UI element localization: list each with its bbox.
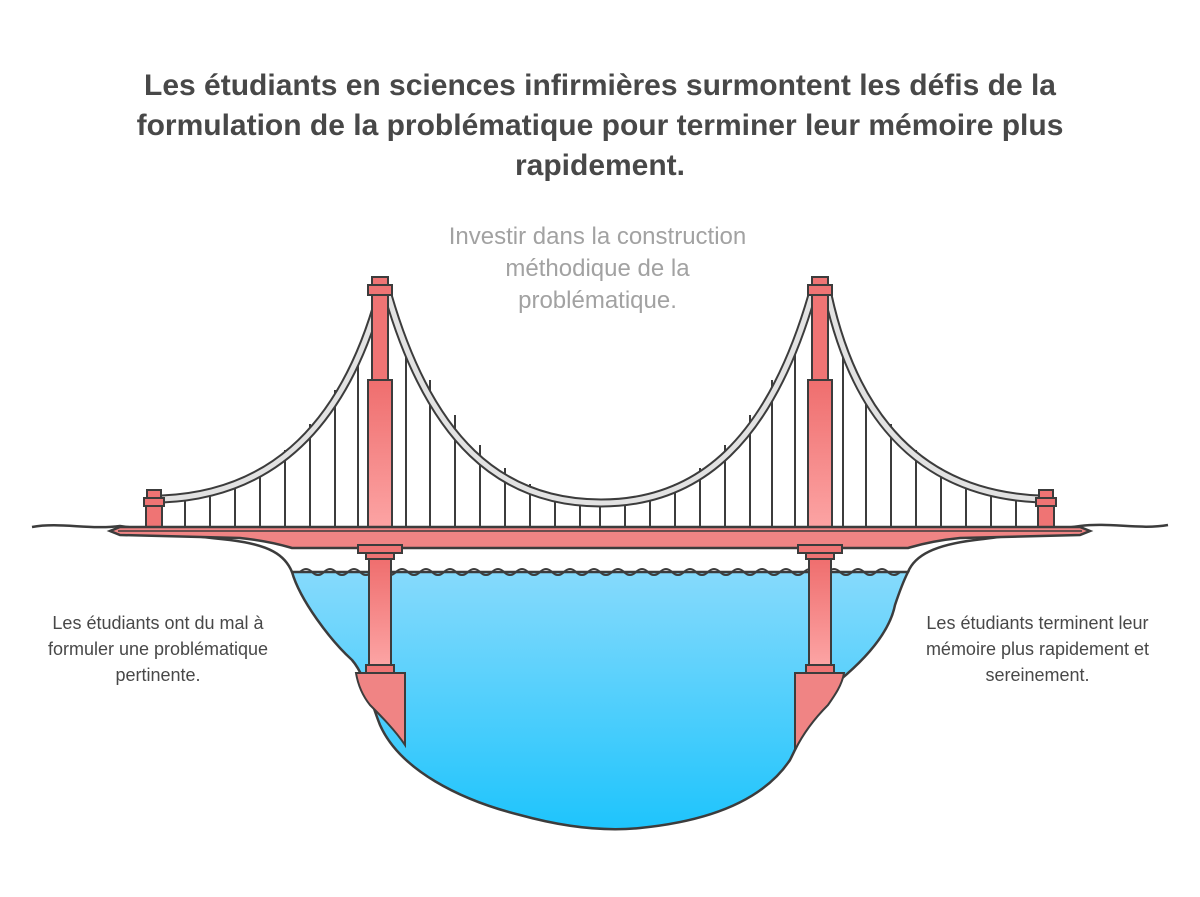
left-problem-label: Les étudiants ont du mal à formuler une … <box>47 613 269 685</box>
left-pier <box>354 544 406 749</box>
right-outcome-label: Les étudiants terminent leur mémoire plu… <box>925 613 1150 685</box>
main-cables <box>161 293 1041 508</box>
water-waves <box>299 568 901 576</box>
right-pier <box>794 544 846 751</box>
left-anchor-post <box>143 489 165 529</box>
right-tower <box>807 276 833 529</box>
right-anchor-post <box>1035 489 1057 529</box>
left-tower <box>367 276 393 529</box>
bridge-deck <box>106 525 1094 550</box>
page-title: Les étudiants en sciences infirmières su… <box>136 69 1064 182</box>
bridge-label: Investir dans la construction méthodique… <box>448 223 747 314</box>
